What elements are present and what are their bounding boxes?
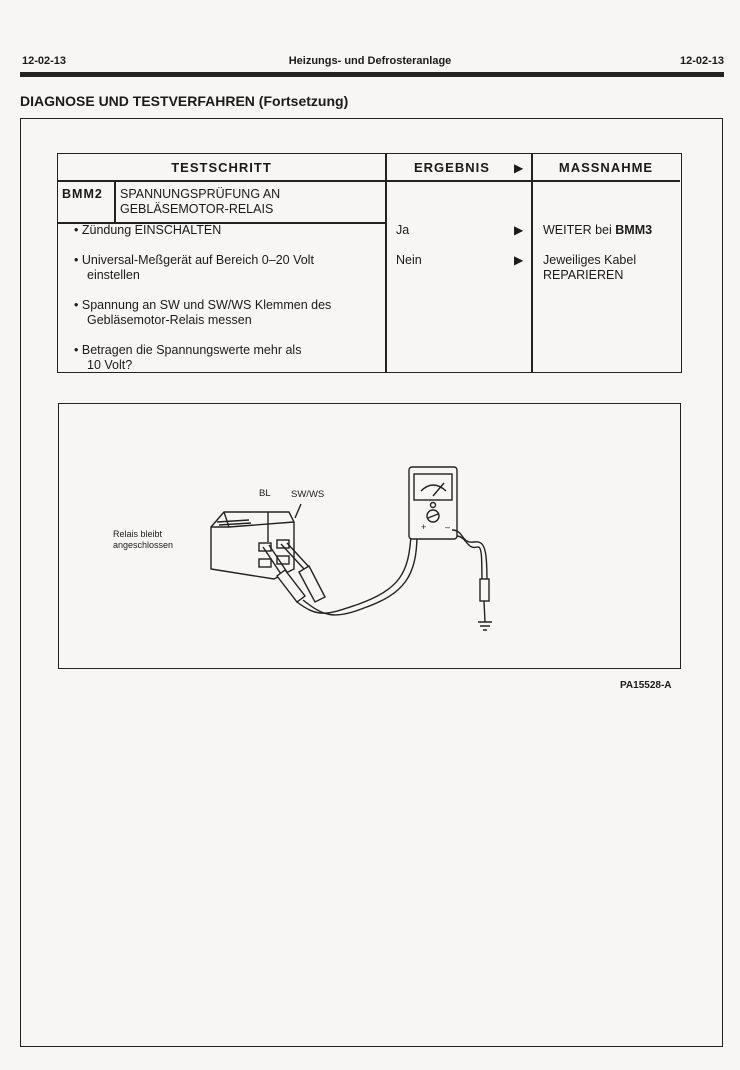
action-ja: WEITER bei BMM3 <box>543 223 653 237</box>
col-ergebnis: ERGEBNIS <box>414 160 490 175</box>
page-number-left: 12-02-13 <box>22 55 67 67</box>
label-bl: BL <box>259 488 271 499</box>
minus-terminal-label: – <box>445 522 450 532</box>
header-rule <box>20 72 724 77</box>
arrow-icon: ▶ <box>514 253 524 267</box>
step-id: BMM2 <box>62 187 103 201</box>
result-ja: Ja <box>396 223 410 237</box>
arrow-icon: ▶ <box>514 161 524 175</box>
arrow-icon: ▶ <box>514 223 524 237</box>
page-number-right: 12-02-13 <box>679 55 724 67</box>
section-title: DIAGNOSE UND TESTVERFAHREN (Fortsetzung) <box>20 93 349 109</box>
col-massnahme: MASSNAHME <box>558 160 654 175</box>
test-table: TESTSCHRITT ERGEBNIS ▶ MASSNAHME BMM2 SP… <box>57 153 682 373</box>
result-nein: Nein <box>396 253 422 267</box>
running-header: Heizungs- und Defrosteranlage <box>288 55 452 67</box>
label-swws: SW/WS <box>291 489 325 500</box>
step-item: • Universal-Meßgerät auf Bereich 0–20 Vo… <box>74 253 314 282</box>
step-item: • Zündung EINSCHALTEN <box>74 223 222 237</box>
col-testschritt: TESTSCHRITT <box>171 160 272 175</box>
figure-id: PA15528-A <box>620 680 672 691</box>
plus-terminal-label: + <box>421 522 426 532</box>
content-frame <box>20 118 723 1047</box>
relay-test-diagram: + – <box>210 466 492 631</box>
